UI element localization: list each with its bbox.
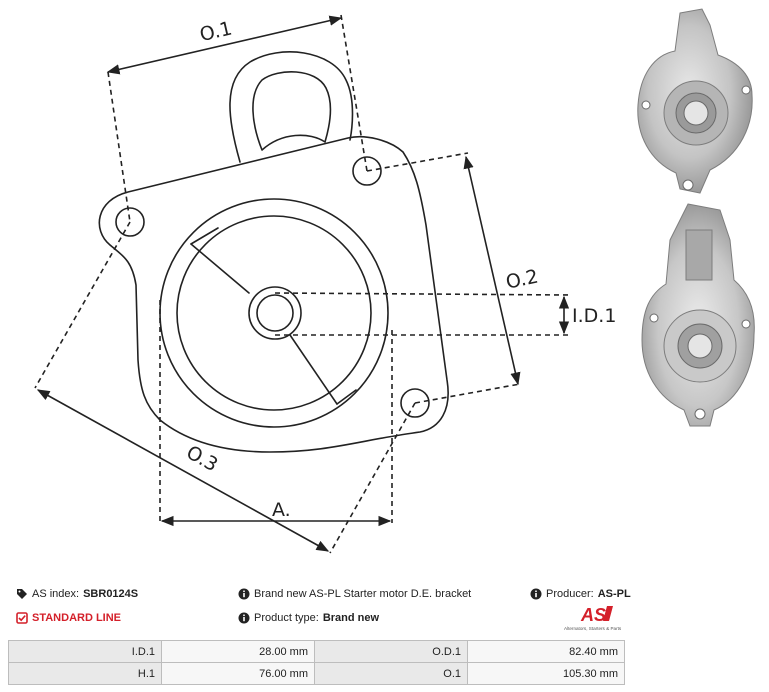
- info-icon: [238, 612, 250, 624]
- a-label: A.: [272, 499, 291, 521]
- as-index-row: AS index: SBR0124S: [16, 588, 138, 600]
- bracket-top-loop-inner: [252, 71, 332, 151]
- spec-value: 105.30 mm: [467, 662, 625, 685]
- as-index-value: SBR0124S: [83, 588, 139, 600]
- producer-label: Producer:: [546, 588, 594, 600]
- as-index-label: AS index:: [32, 588, 80, 600]
- o1-label: O.1: [198, 17, 234, 46]
- o1-extension-right: [340, 14, 368, 172]
- id1-label: I.D.1: [572, 305, 616, 327]
- segment-line-upper: [190, 243, 250, 294]
- info-icon: [238, 588, 250, 600]
- info-icon: [530, 588, 542, 600]
- standard-line-label: STANDARD LINE: [32, 612, 122, 624]
- spec-label: O.D.1: [314, 640, 468, 663]
- segment-edge-upper: [190, 227, 219, 245]
- description-text: Brand new AS-PL Starter motor D.E. brack…: [254, 588, 472, 600]
- o2-extension-bottom: [414, 383, 521, 404]
- bracket-top-loop: [229, 51, 354, 163]
- bushing-outer: [248, 286, 302, 340]
- spec-value: 28.00 mm: [161, 640, 315, 663]
- o2-extension-top: [366, 152, 469, 172]
- checkbox-icon: [16, 612, 28, 624]
- description-row: Brand new AS-PL Starter motor D.E. brack…: [238, 588, 471, 600]
- main-bore-outer: [159, 198, 389, 428]
- product-photo-back: [641, 203, 755, 427]
- o3-dimension-line: [36, 389, 330, 552]
- table-row: H.1 76.00 mm O.1 105.30 mm: [8, 662, 625, 685]
- spec-label: I.D.1: [8, 640, 162, 663]
- o1-extension-left: [107, 71, 131, 223]
- o3-extension-left: [34, 221, 131, 389]
- standard-line-row: STANDARD LINE: [16, 612, 121, 624]
- producer-row: Producer: AS-PL: [530, 588, 631, 600]
- specs-table: I.D.1 28.00 mm O.D.1 82.40 mm H.1 76.00 …: [8, 640, 625, 685]
- spec-value: 76.00 mm: [161, 662, 315, 685]
- mount-hole-bottom-right: [400, 388, 430, 418]
- bracket-technical-drawing: O.1 O.2 O.3 I.D.1 A.: [34, 14, 616, 554]
- segment-line-lower: [289, 334, 338, 405]
- mount-hole-left: [115, 207, 145, 237]
- segment-edge-lower: [336, 389, 357, 405]
- o1-dimension-line: [106, 15, 343, 75]
- main-bore-inner: [176, 215, 372, 411]
- spec-label: O.1: [314, 662, 468, 685]
- o2-dimension-line: [463, 155, 521, 386]
- o3-extension-right: [329, 402, 416, 554]
- spec-value: 82.40 mm: [467, 640, 625, 663]
- product-type-label: Product type:: [254, 612, 319, 624]
- logo-text: AS: [580, 605, 606, 625]
- as-pl-logo: AS Alternators, Starters & Parts: [564, 605, 622, 631]
- id1-extension-top: [274, 292, 571, 296]
- product-type-value: Brand new: [322, 612, 380, 624]
- producer-value: AS-PL: [597, 588, 631, 600]
- o2-label: O.2: [504, 265, 540, 293]
- spec-label: H.1: [8, 662, 162, 685]
- mount-hole-top-right: [352, 156, 382, 186]
- tag-icon: [17, 589, 27, 599]
- product-type-row: Product type: Brand new: [238, 612, 379, 624]
- bushing-inner: [256, 294, 294, 332]
- table-row: I.D.1 28.00 mm O.D.1 82.40 mm: [8, 640, 625, 663]
- logo-tagline: Alternators, Starters & Parts: [564, 626, 622, 631]
- product-photo-front: [637, 8, 753, 194]
